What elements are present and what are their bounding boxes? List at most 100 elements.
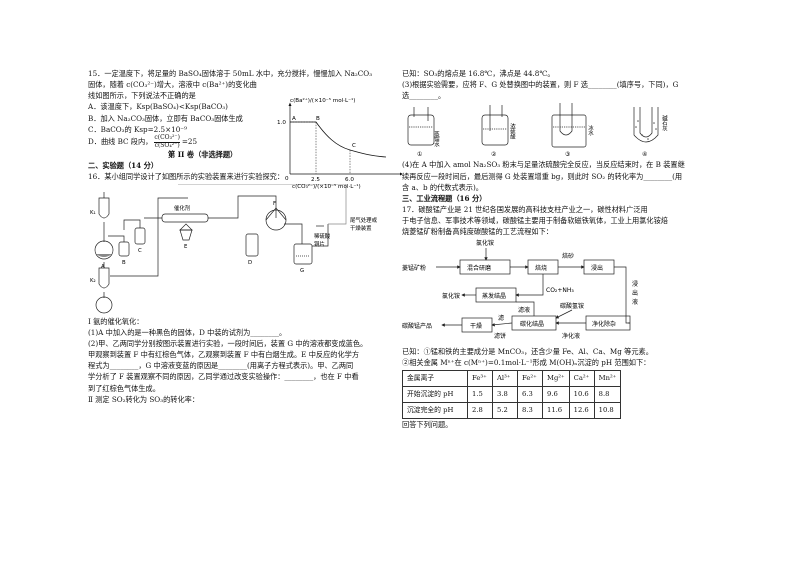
table-row: 开始沉淀的 pH 1.5 3.8 6.3 9.6 10.6 8.8 bbox=[402, 385, 622, 403]
graph-point-c: C bbox=[352, 143, 356, 149]
table-cell: 开始沉淀的 pH bbox=[402, 385, 468, 403]
table-cell: 11.6 bbox=[542, 401, 570, 419]
left-column: 15．一定温度下，将足量的 BaSO₄固体溶于 50mL 水中，充分搅拌，慢慢加… bbox=[88, 68, 406, 405]
process-flow-diagram: 氯化铵 菱锰矿粉 混合研磨 焙烧 焙砂 浸出 浸 出 液 氯化铵 蒸发结晶 CO… bbox=[402, 239, 638, 340]
bottle-3-label: 冰水 bbox=[587, 124, 594, 136]
bottle-2-number: ② bbox=[491, 151, 497, 158]
graph-point-b: B bbox=[316, 116, 320, 122]
table-header-cell: 金属离子 bbox=[402, 369, 468, 387]
q16-part-3-line2: 选________。 bbox=[402, 91, 446, 101]
fraction-numerator: c(CO₃²⁻) bbox=[154, 133, 180, 143]
ba-concentration-graph: c(Ba²⁺)/(×10⁻⁵ mol·L⁻¹) 0 1.0 A B C 2.5 … bbox=[277, 97, 403, 190]
bottle-3-number: ③ bbox=[565, 151, 570, 158]
label-a: A bbox=[101, 264, 105, 270]
table-cell: 12.6 bbox=[568, 401, 595, 419]
q15-line1: 15．一定温度下，将足量的 BaSO₄固体溶于 50mL 水中，充分搅拌，慢慢加… bbox=[88, 69, 373, 78]
label-dilute-acid: 稀硫酸 bbox=[314, 232, 331, 240]
graph-origin: 0 bbox=[285, 176, 289, 182]
q17-line3: 烧菱锰矿粉制备高纯度碳酸锰的工艺流程如下： bbox=[402, 227, 553, 237]
bottle-1-number: ① bbox=[417, 151, 422, 158]
flow-co2-nh3: CO₂+NH₃ bbox=[546, 287, 574, 294]
q15-line2: 固体，随着 c(CO₃²⁻)增大，溶液中 c(Ba²⁺)的变化曲 bbox=[88, 80, 257, 90]
label-f: F bbox=[273, 201, 276, 207]
flow-mix-grind: 混合研磨 bbox=[467, 264, 491, 272]
q15-option-a: A．该温度下，Ksp(BaSO₄)<Ksp(BaCO₃) bbox=[88, 102, 228, 112]
bottle-1-label: 蒸馏水 bbox=[433, 130, 440, 148]
label-catalyst: 催化剂 bbox=[174, 204, 190, 212]
flow-nh4cl-out: 氯化铵 bbox=[442, 292, 460, 300]
flow-carb-cryst: 碳化结晶 bbox=[520, 320, 544, 328]
experiment-section-title: 二、实验题（14 分） bbox=[88, 161, 159, 171]
label-c: C bbox=[138, 248, 142, 254]
q17-line1: 17．碳酸锰产业是 21 世纪各国发展的高科技支柱产业之一，碳性材料广泛用 bbox=[402, 205, 648, 215]
right-column: 已知：SO₃的熔点是 16.8℃，沸点是 44.8℃。 (3)根据实验需要，应将… bbox=[402, 68, 722, 430]
flow-leachate-2: 出 bbox=[632, 289, 638, 297]
q16-part-2-line2: 甲观察到装置 F 中有红棕色气体，乙观察到装置 F 中有白烟生成。E 中反应的化… bbox=[88, 350, 360, 360]
q15-option-d: D．曲线 BC 段内， c(CO₃²⁻) c(SO₄²⁻) =25 bbox=[88, 133, 406, 149]
label-k2: K₂ bbox=[90, 278, 96, 284]
table-cell: 1.5 bbox=[467, 385, 493, 403]
table-header-cell: Mg²⁺ bbox=[542, 369, 570, 387]
table-cell: 10.8 bbox=[593, 401, 622, 419]
flow-ammonium-chloride-in: 氯化铵 bbox=[476, 239, 494, 247]
label-d: D bbox=[248, 260, 252, 266]
q15-option-c: C．BaCO₃的 Ksp=2.5×10⁻⁹ bbox=[88, 124, 187, 134]
graph-x-tick-2: 6.0 bbox=[345, 177, 354, 183]
table-header-cell: Fe³⁺ bbox=[467, 369, 493, 387]
table-cell: 2.8 bbox=[467, 401, 493, 419]
fraction-denominator: c(SO₄²⁻) bbox=[154, 141, 180, 149]
table-cell: 沉淀完全的 pH bbox=[402, 401, 468, 419]
so3-known: 已知：SO₃的熔点是 16.8℃，沸点是 44.8℃。 bbox=[402, 69, 555, 78]
part-1-title: Ⅰ 氨的催化氧化： bbox=[88, 316, 144, 326]
experiment-apparatus-diagram: K₁ A B C K₂ 催化剂 E D F 稀硫酸 铜片 G 尾气处理或 干燥装… bbox=[90, 183, 378, 313]
flow-roast: 焙烧 bbox=[535, 264, 547, 272]
graph-x-tick-1: 2.5 bbox=[311, 177, 320, 183]
q17-line2: 于电子信息、军事技术等领域，碳酸锰主要用于制备软磁铁氧体，工业上用氯化铵焙 bbox=[402, 216, 668, 226]
known-1: 已知：①锰和铁的主要成分是 MnCO₃，还含少量 Fe、Al、Ca、Mg 等元素… bbox=[402, 346, 653, 356]
q15-option-b: B．加入 Na₂CO₃固体，立即有 BaCO₃固体生成 bbox=[88, 113, 243, 123]
q16-part-4-line2: 续再反应一段时间后，最后测得 G 处装置增重 bg，则此时 SO₂ 的转化率为_… bbox=[402, 171, 683, 181]
section-2-title: 第 II 卷（非选择题） bbox=[168, 150, 238, 160]
table-cell: 8.8 bbox=[593, 385, 622, 403]
table-header-row: 金属离子 Fe³⁺ Al³⁺ Fe²⁺ Mg²⁺ Ca²⁺ Mn²⁺ bbox=[402, 369, 622, 387]
label-g: G bbox=[300, 268, 304, 274]
flow-dry: 干燥 bbox=[470, 322, 482, 330]
q16-part-4-line1: (4)在 A 中加入 amol Na₂SO₃ 粉末与足量浓硫酸完全反应，当反应结… bbox=[402, 160, 685, 170]
q16-part-4-line3: 含 a、b 的代数式表示)。 bbox=[402, 182, 483, 192]
table-cell: 3.8 bbox=[492, 385, 518, 403]
q15-option-d-fraction: c(CO₃²⁻) c(SO₄²⁻) bbox=[154, 133, 180, 149]
table-cell: 9.6 bbox=[542, 385, 570, 403]
table-row: 沉淀完全的 pH 2.8 5.2 8.3 11.6 12.6 10.8 bbox=[402, 401, 622, 419]
flow-purified: 净化液 bbox=[562, 332, 580, 340]
flow-filtrate: 滤液 bbox=[518, 306, 530, 314]
label-copper: 铜片 bbox=[314, 240, 325, 248]
q16-part-2-line1: (2)甲、乙两同学分别按图示装置进行实验，一段时间后，装置 G 中的溶液都变成蓝… bbox=[88, 338, 368, 348]
q16-part-2-line5: 到了红棕色气体生成。 bbox=[88, 383, 160, 393]
graph-x-axis-label: c(CO₃²⁻)/(×10⁻⁵ mol·L⁻¹) bbox=[292, 183, 361, 190]
bottle-2-label: 浓硫酸 bbox=[509, 122, 516, 141]
q15-option-d-suffix: =25 bbox=[181, 137, 198, 147]
q16-part-3-line1: (3)根据实验需要，应将 F、G 处替换图中的装置，则 F 选________(… bbox=[402, 80, 679, 90]
flow-nh4hco3: 碳酸氢铵 bbox=[560, 302, 584, 310]
graph-y-tick-1: 1.0 bbox=[277, 120, 286, 126]
q15-line3: 线如图所示，下列说法不正确的是 bbox=[88, 91, 196, 101]
flow-filter-cake: 滤饼 bbox=[494, 332, 506, 340]
flow-roast-sand: 焙砂 bbox=[562, 252, 574, 260]
q16-part-2-line3: 程式为________，G 中溶液变蓝的原因是________(用离子方程式表示… bbox=[88, 361, 354, 371]
label-e: E bbox=[184, 244, 188, 250]
bottle-options-diagram: 蒸馏水 浓硫酸 冰水 碱石灰 ① ② ③ ④ bbox=[407, 103, 668, 158]
bottle-4-number: ④ bbox=[642, 151, 647, 158]
table-cell: 10.6 bbox=[568, 385, 595, 403]
bottle-4-label: 碱石灰 bbox=[661, 115, 668, 133]
q15-option-d-prefix: D．曲线 BC 段内， bbox=[88, 137, 153, 147]
known-2: ②相关金属 Mⁿ⁺在 c(Mⁿ⁺)=0.1mol·L⁻¹形成 M(OH)ₙ沉淀的… bbox=[402, 357, 651, 367]
graph-point-a: A bbox=[292, 116, 296, 122]
flow-purify: 净化除杂 bbox=[592, 320, 616, 328]
flow-leachate-3: 液 bbox=[632, 298, 638, 306]
label-b: B bbox=[122, 260, 126, 266]
answer-prompt: 回答下列问题。 bbox=[402, 419, 453, 429]
table-cell: 6.3 bbox=[517, 385, 543, 403]
table-cell: 5.2 bbox=[492, 401, 518, 419]
flow-leachate-1: 浸 bbox=[632, 280, 638, 288]
q16-intro: 16．某小组同学设计了如图所示的实验装置来进行实验探究： bbox=[88, 172, 285, 182]
